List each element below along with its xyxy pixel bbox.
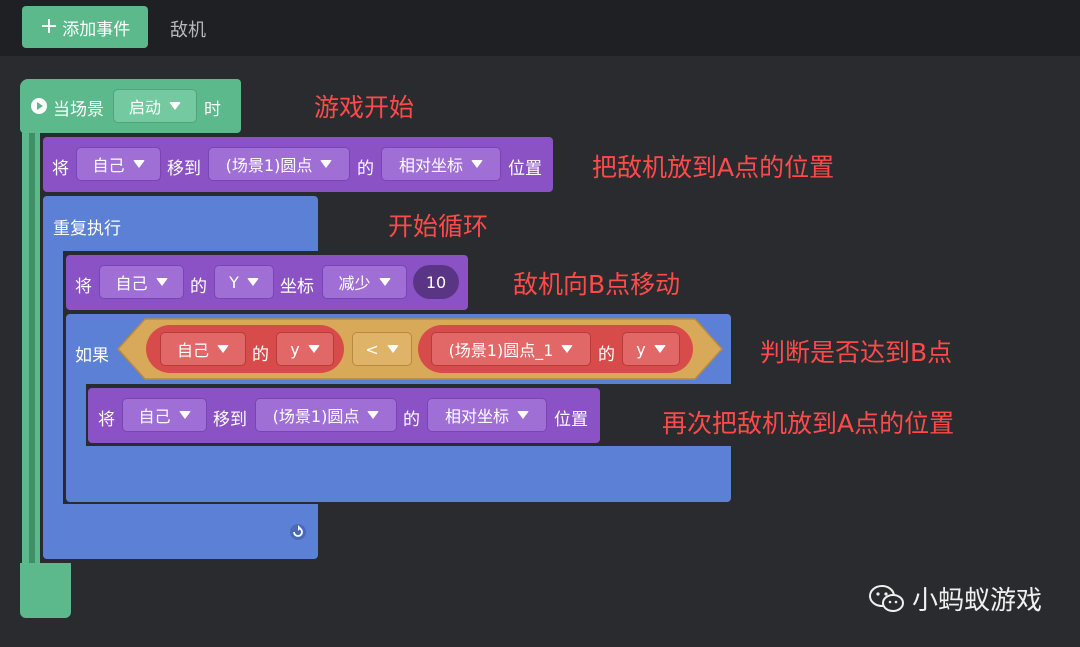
right-of-label: 的	[598, 345, 615, 365]
right-object-value: (场景1)圆点_1	[448, 341, 554, 360]
annotation-check-b: 判断是否达到B点	[760, 338, 953, 367]
amount-input[interactable]: 10	[413, 265, 459, 299]
coordinate-type-dropdown[interactable]: 相对坐标	[427, 398, 547, 432]
left-object-value: 自己	[176, 341, 209, 360]
operator-dropdown[interactable]: <	[352, 332, 412, 366]
operator-value: <	[365, 339, 379, 359]
chevron-down-icon	[386, 345, 399, 353]
chevron-down-icon	[471, 160, 483, 168]
scene-event-dropdown[interactable]: 启动	[113, 89, 197, 123]
chevron-down-icon	[367, 411, 380, 419]
position-label: 位置	[508, 159, 542, 179]
coordinate-type-value: 相对坐标	[444, 407, 509, 426]
destination-value: (场景1)圆点	[272, 407, 360, 426]
chevron-down-icon	[169, 102, 181, 110]
add-event-button[interactable]: + 添加事件	[22, 6, 148, 48]
annotation-move-to-b: 敌机向B点移动	[513, 270, 681, 299]
destination-dropdown[interactable]: (场景1)圆点	[255, 398, 397, 432]
chevron-down-icon	[132, 160, 145, 168]
target-object-dropdown[interactable]: 自己	[122, 398, 207, 432]
target-object-value: 自己	[138, 407, 171, 426]
operation-value: 减少	[338, 274, 371, 293]
hat-prefix: 当场景	[53, 100, 104, 120]
destination-dropdown[interactable]: (场景1)圆点	[208, 147, 350, 181]
right-attribute-dropdown[interactable]: y	[622, 332, 680, 366]
target-object-dropdown[interactable]: 自己	[99, 265, 184, 299]
move-to-label: 移到	[167, 159, 201, 179]
left-of-label: 的	[252, 345, 269, 365]
move-verb: 将	[52, 159, 69, 179]
annotation-place-at-a: 把敌机放到A点的位置	[592, 153, 835, 182]
watermark: 小蚂蚁游戏	[868, 580, 1042, 617]
target-object-dropdown[interactable]: 自己	[76, 147, 161, 181]
chevron-down-icon	[178, 411, 191, 419]
left-attribute-dropdown[interactable]: y	[276, 332, 334, 366]
add-event-label: 添加事件	[62, 19, 131, 40]
target-object-value: 自己	[115, 274, 148, 293]
operation-dropdown[interactable]: 减少	[322, 265, 407, 299]
move-to-block-inner[interactable]: 将 自己 移到 (场景1)圆点 的 相对坐标 位置	[88, 388, 600, 443]
right-attribute-value: y	[636, 339, 646, 359]
repeat-forever-label: 重复执行	[53, 219, 121, 239]
annotation-game-start: 游戏开始	[314, 93, 415, 122]
loop-arrow-icon	[290, 524, 306, 540]
left-attribute-value: y	[290, 339, 300, 359]
of-label: 的	[403, 410, 420, 430]
annotation-reset-to-a: 再次把敌机放到A点的位置	[662, 409, 955, 438]
scene-start-hat-block[interactable]: 当场景 启动 时	[20, 79, 241, 133]
scene-event-value: 启动	[128, 98, 161, 117]
tab-enemy[interactable]: 敌机	[170, 20, 206, 41]
coordinate-type-value: 相对坐标	[398, 156, 463, 175]
axis-dropdown[interactable]: Y	[214, 265, 274, 299]
change-y-block[interactable]: 将 自己 的 Y 坐标 减少 10	[66, 255, 468, 310]
wechat-icon	[869, 584, 904, 612]
destination-value: (场景1)圆点	[225, 156, 313, 175]
change-verb: 将	[75, 277, 92, 297]
of-label: 的	[357, 159, 374, 179]
plus-icon: +	[39, 14, 59, 39]
chevron-down-icon	[561, 345, 574, 353]
event-footer	[20, 563, 71, 618]
coordinate-type-dropdown[interactable]: 相对坐标	[381, 147, 501, 181]
of-label: 的	[190, 277, 207, 297]
if-label: 如果	[75, 346, 109, 366]
event-spine-inner	[29, 126, 35, 571]
play-icon	[31, 98, 47, 114]
top-toolbar: + 添加事件 敌机	[0, 0, 1080, 56]
watermark-text: 小蚂蚁游戏	[912, 586, 1043, 616]
left-object-dropdown[interactable]: 自己	[160, 332, 246, 366]
chevron-down-icon	[320, 160, 333, 168]
chevron-down-icon	[517, 411, 529, 419]
axis-value: Y	[229, 272, 239, 292]
chevron-down-icon	[653, 345, 666, 353]
chevron-down-icon	[246, 278, 259, 286]
chevron-down-icon	[378, 278, 391, 286]
move-to-block[interactable]: 将 自己 移到 (场景1)圆点 的 相对坐标 位置	[43, 137, 553, 192]
move-to-label: 移到	[213, 410, 247, 430]
chevron-down-icon	[155, 278, 168, 286]
position-label: 位置	[554, 410, 588, 430]
move-verb: 将	[98, 410, 115, 430]
hat-suffix: 时	[204, 100, 221, 120]
chevron-down-icon	[217, 345, 229, 353]
right-object-dropdown[interactable]: (场景1)圆点_1	[431, 332, 591, 366]
coordinate-label: 坐标	[280, 277, 314, 297]
target-object-value: 自己	[92, 156, 125, 175]
chevron-down-icon	[307, 345, 320, 353]
annotation-start-loop: 开始循环	[388, 212, 489, 241]
